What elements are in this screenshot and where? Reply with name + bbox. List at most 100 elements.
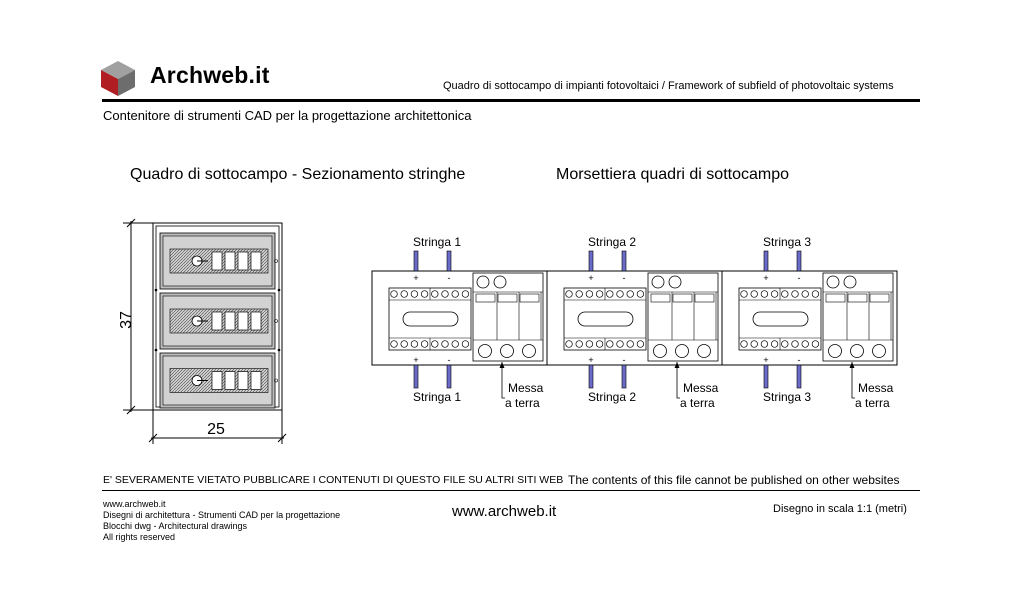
screw-terminal xyxy=(811,340,820,348)
screw-terminal xyxy=(420,340,429,348)
cable-terminal-bottom xyxy=(588,364,594,389)
string-bottom-label: Stringa 1 xyxy=(413,390,461,404)
spd-cartridge-window xyxy=(672,293,693,303)
minus-sign-bottom: - xyxy=(623,355,626,365)
screw-terminal xyxy=(461,290,470,298)
breaker-module xyxy=(237,311,249,331)
plus-sign-top: + xyxy=(763,273,768,283)
screw-terminal xyxy=(461,340,470,348)
fuse-window xyxy=(752,311,809,327)
screw-terminal xyxy=(476,275,490,289)
brand-name[interactable]: Archweb.it xyxy=(150,62,270,88)
warning-italian: E' SEVERAMENTE VIETATO PUBBLICARE I CONT… xyxy=(103,474,564,486)
screw-terminal xyxy=(451,290,459,298)
breaker-module xyxy=(237,251,249,271)
breaker-module xyxy=(211,311,223,331)
cable-terminal-bottom xyxy=(621,364,627,389)
breaker-module xyxy=(250,251,262,271)
screw-terminal xyxy=(575,340,583,348)
enclosure-row xyxy=(159,292,278,350)
dimension-height xyxy=(123,218,153,415)
screw-terminal xyxy=(616,340,624,348)
dimension-width-label: 25 xyxy=(207,421,225,438)
minus-sign-top: - xyxy=(623,273,626,283)
plus-sign-bottom: + xyxy=(763,355,768,365)
breaker-module xyxy=(250,371,262,390)
spd-cartridge-window xyxy=(497,293,518,303)
screw-terminal xyxy=(595,340,604,348)
screw-terminal xyxy=(770,290,779,298)
ground-arrow-icon xyxy=(674,362,680,368)
screw-terminal xyxy=(400,340,408,348)
breaker-module xyxy=(211,371,223,390)
minus-sign-bottom: - xyxy=(798,355,801,365)
spd-cartridge-window xyxy=(519,293,540,303)
cable-terminal-top xyxy=(413,250,419,272)
spd-cartridge-window xyxy=(475,293,496,303)
screw-terminal xyxy=(760,340,769,348)
drawing-scale: Disegno in scala 1:1 (metri) xyxy=(773,503,907,515)
screw-terminal xyxy=(420,290,429,298)
breaker-module xyxy=(224,251,236,271)
screw-terminal xyxy=(390,340,398,348)
plus-sign-top: + xyxy=(588,273,593,283)
screw-terminal xyxy=(410,290,419,298)
header-divider xyxy=(102,99,920,102)
breaker-module xyxy=(224,371,236,390)
screw-terminal xyxy=(781,290,789,298)
screw-terminal xyxy=(431,290,439,298)
screw-terminal xyxy=(636,340,645,348)
screw-terminal xyxy=(626,340,634,348)
screw-terminal xyxy=(636,290,645,298)
screw-terminal xyxy=(668,275,682,289)
screw-terminal xyxy=(500,344,514,358)
enclosure-row xyxy=(159,352,278,409)
screw-terminal xyxy=(740,340,748,348)
spd-cartridge-window xyxy=(694,293,715,303)
ground-label: Messa xyxy=(858,381,894,395)
footer-url-link[interactable]: www.archweb.it xyxy=(452,503,557,520)
footer-line-blocks: Blocchi dwg - Architectural drawings xyxy=(103,521,248,531)
screw-terminal xyxy=(811,290,820,298)
footer-line-site[interactable]: www.archweb.it xyxy=(103,499,166,509)
ground-label: Messa xyxy=(508,381,544,395)
screw-terminal xyxy=(826,275,840,289)
screw-terminal xyxy=(390,290,398,298)
cable-terminal-top xyxy=(763,250,769,272)
footer-line-drawings: Disegni di architettura - Strumenti CAD … xyxy=(103,510,341,520)
switchboard-front-view xyxy=(152,222,283,411)
screw-terminal xyxy=(606,340,614,348)
enclosure-row xyxy=(159,232,278,290)
minus-sign-top: - xyxy=(448,273,451,283)
left-section-title: Quadro di sottocampo - Sezionamento stri… xyxy=(130,166,466,183)
screw-terminal xyxy=(791,290,799,298)
screw-terminal xyxy=(451,340,459,348)
fuse-window xyxy=(577,311,634,327)
cable-terminal-bottom xyxy=(413,364,419,389)
screw-terminal xyxy=(740,290,748,298)
screw-terminal xyxy=(595,290,604,298)
screw-terminal xyxy=(565,290,573,298)
screw-terminal xyxy=(781,340,789,348)
screw-terminal xyxy=(850,344,864,358)
cable-terminal-top xyxy=(621,250,627,272)
minus-sign-bottom: - xyxy=(448,355,451,365)
dimension-height-label: 37 xyxy=(118,311,135,329)
ground-leader xyxy=(501,362,505,399)
breaker-module xyxy=(211,251,223,271)
screw-terminal xyxy=(843,275,857,289)
breaker-module xyxy=(224,311,236,331)
screw-terminal xyxy=(750,340,758,348)
screw-terminal xyxy=(493,275,507,289)
screw-terminal xyxy=(410,340,419,348)
ground-label: a terra xyxy=(855,396,890,410)
breaker-module xyxy=(237,371,249,390)
screw-terminal xyxy=(585,340,594,348)
screw-terminal xyxy=(791,340,799,348)
ground-label: a terra xyxy=(505,396,540,410)
screw-terminal xyxy=(651,275,665,289)
